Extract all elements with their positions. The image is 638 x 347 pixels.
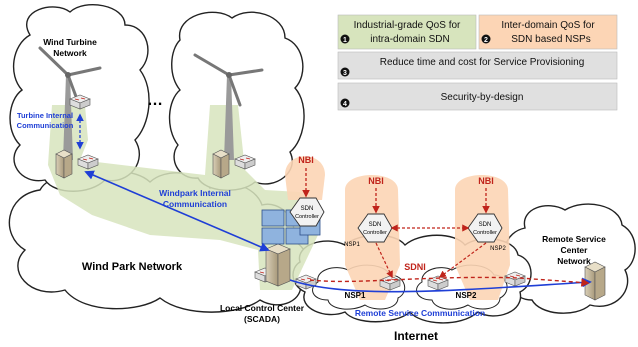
wind-turbine-icon	[193, 53, 264, 160]
server-icon	[212, 149, 230, 179]
wind-turbine-network-label-2: Network	[53, 48, 87, 58]
sdni-label: SDNI	[404, 262, 426, 272]
windpark-nbi-region	[285, 156, 325, 200]
legend-box-1: Industrial-grade QoS for intra-domain SD…	[337, 14, 477, 50]
wind-turbine-network-label-1: Wind Turbine	[43, 37, 97, 47]
svg-text:Industrial-grade QoS for: Industrial-grade QoS for	[354, 20, 461, 31]
windpark-internal-link	[84, 170, 270, 252]
nbi-label-1: NBI	[298, 155, 314, 165]
remote-service-center-label-1: Remote Service	[542, 234, 606, 244]
local-control-center-label-1: Local Control Center	[220, 303, 305, 313]
switch-icon	[77, 154, 99, 170]
nsp2-cloud-label: NSP2	[456, 291, 477, 300]
server-icon	[55, 149, 73, 179]
nsp2-tag-label: NSP2	[490, 246, 506, 252]
switch-icon	[69, 94, 91, 110]
svg-text:SDN based NSPs: SDN based NSPs	[511, 34, 590, 45]
svg-text:1: 1	[343, 37, 347, 44]
svg-text:4: 4	[343, 101, 347, 108]
windpark-internal-label-1: Windpark Internal	[159, 188, 231, 198]
sdn-controller-icon: SDN Controller	[289, 197, 325, 227]
sdni-link	[309, 276, 590, 287]
turbine-internal-label-1: Turbine Internal	[17, 111, 73, 120]
nsp2-control-link	[438, 242, 487, 278]
scada-server-icon	[265, 243, 291, 287]
svg-text:3: 3	[343, 70, 347, 77]
wind-park-network-label: Wind Park Network	[82, 261, 183, 273]
svg-text:Inter-domain QoS for: Inter-domain QoS for	[501, 20, 595, 31]
nbi-label-2: NBI	[368, 176, 384, 186]
svg-text:Controller: Controller	[363, 230, 387, 236]
legend-box-4: Security-by-design 4	[337, 82, 618, 111]
remote-service-link	[289, 277, 592, 293]
sdn-controller-icon: SDN Controller	[357, 213, 393, 243]
local-control-center-label-2: (SCADA)	[244, 314, 280, 324]
switch-icon	[295, 274, 317, 290]
svg-text:2: 2	[484, 37, 488, 44]
remote-service-center-label-3: Network	[557, 256, 591, 266]
wind-turbine-icon	[38, 46, 102, 160]
nbi-label-3: NBI	[478, 176, 494, 186]
svg-text:Controller: Controller	[295, 214, 319, 220]
svg-text:SDN: SDN	[369, 222, 382, 228]
ellipsis-label: …	[147, 92, 163, 109]
sdn-controller-icon: SDN Controller	[467, 213, 503, 243]
legend-box-3: Reduce time and cost for Service Provisi…	[337, 51, 618, 80]
remote-service-comm-label: Remote Service Communication	[355, 308, 485, 318]
nsp1-control-link	[375, 242, 393, 279]
svg-text:Controller: Controller	[473, 230, 497, 236]
svg-text:intra-domain SDN: intra-domain SDN	[370, 34, 449, 45]
svg-text:Reduce time and cost for Servi: Reduce time and cost for Service Provisi…	[380, 57, 585, 68]
nsp1-cloud-label: NSP1	[345, 291, 366, 300]
nsp1-tag-label: NSP1	[344, 242, 360, 248]
remote-service-center-label-2: Center	[561, 245, 589, 255]
switch-icon	[234, 154, 256, 170]
turbine-internal-label-2: Communication	[17, 121, 74, 130]
internet-label: Internet	[394, 329, 438, 343]
svg-text:SDN: SDN	[479, 222, 492, 228]
windpark-internal-label-2: Communication	[163, 199, 227, 209]
svg-text:Security-by-design: Security-by-design	[441, 92, 524, 103]
svg-text:SDN: SDN	[301, 206, 314, 212]
legend-box-2: Inter-domain QoS for SDN based NSPs 2	[478, 14, 618, 50]
remote-server-icon	[584, 261, 606, 301]
